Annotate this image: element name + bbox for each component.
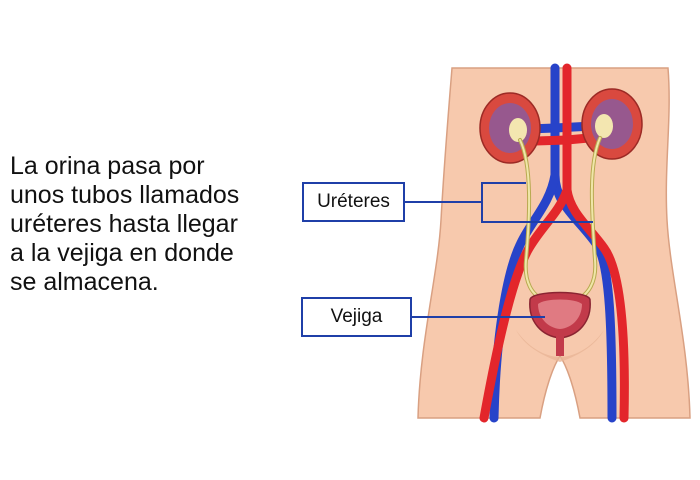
- vejiga-label: Vejiga: [301, 297, 412, 337]
- ureteres-label: Uréteres: [302, 182, 405, 222]
- caption-line-4: a la vejiga en donde: [10, 239, 234, 267]
- left-kidney: [479, 92, 541, 164]
- caption-line-1: La orina pasa por: [10, 152, 205, 180]
- caption-text: La orina pasa por unos tubos llamados ur…: [10, 152, 295, 297]
- right-kidney: [581, 88, 643, 160]
- caption-line-2: unos tubos llamados: [10, 181, 240, 209]
- caption-line-3: uréteres hasta llegar: [10, 210, 238, 238]
- vejiga-label-text: Vejiga: [330, 306, 383, 327]
- caption-line-5: se almacena.: [10, 268, 159, 296]
- ureteres-label-text: Uréteres: [317, 191, 390, 212]
- ureters-highlight: [519, 137, 601, 301]
- ureteres-callout: [405, 182, 593, 223]
- bladder: [529, 291, 591, 356]
